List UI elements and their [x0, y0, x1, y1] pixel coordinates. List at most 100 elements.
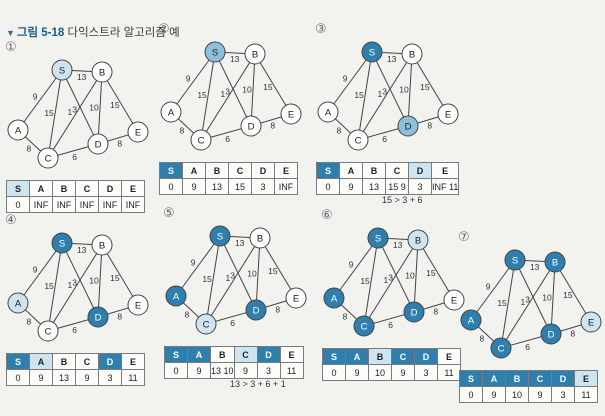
distance-cell-S: 0 [322, 364, 346, 381]
update-note: 15 > 3 + 6 [382, 195, 423, 205]
header-cell-S: S [459, 370, 483, 387]
edge-S-A [175, 235, 221, 297]
edge-weight-label: 15 [497, 298, 507, 308]
distance-cell-E: INF [121, 196, 145, 213]
node-label: C [45, 327, 52, 338]
edge-S-C [500, 259, 516, 349]
distance-cell-S: 0 [164, 362, 188, 379]
node-label: E [293, 294, 299, 305]
node-label: A [15, 299, 22, 310]
distance-cell-C: 15 9 [385, 178, 409, 195]
node-A [7, 119, 29, 141]
node-label: S [512, 256, 518, 267]
edge-weight-label: 1 [68, 280, 73, 290]
step-marker: ③ [315, 22, 327, 37]
edge-B-D [250, 53, 256, 127]
distance-cell-A: 9 [187, 362, 211, 379]
distance-cell-A: INF [29, 196, 53, 213]
node-label: B [252, 50, 258, 61]
edge-weight-label: 8 [27, 316, 32, 326]
header-cell-B: B [52, 353, 76, 370]
header-cell-C: C [391, 348, 415, 365]
header-cell-S: S [159, 162, 183, 179]
node-D [540, 323, 562, 345]
edge-weight-label: 3 [72, 105, 77, 115]
distance-cell-D: INF [98, 196, 122, 213]
node-label: E [135, 128, 141, 139]
node-label: A [15, 126, 22, 137]
edge-B-E [554, 261, 592, 323]
node-E [127, 294, 149, 316]
distance-cell-D: 3 [251, 178, 275, 195]
distance-cell-C: 9 [233, 362, 258, 379]
node-B [249, 227, 271, 249]
edge-weight-label: 15 [110, 100, 120, 110]
node-E [285, 287, 307, 309]
edge-weight-label: 3 [382, 87, 387, 97]
header-cell-B: B [368, 348, 392, 365]
header-cell-A: A [345, 348, 369, 365]
edge-S-C [47, 69, 63, 159]
header-cell-E: E [274, 162, 298, 179]
edge-weight-label: 15 [563, 290, 573, 300]
edge-B-D [550, 261, 556, 335]
header-cell-A: A [182, 162, 206, 179]
distance-cell-D: 3 [408, 178, 432, 195]
distance-cell-E: INF 11 [430, 178, 460, 195]
edge-weight-label: 6 [72, 325, 77, 335]
edge-S-A [333, 237, 379, 299]
update-note: 13 > 3 + 6 + 1 [230, 379, 286, 389]
edge-weight-label: 9 [186, 73, 191, 83]
edge-weight-label: 1 [226, 273, 231, 283]
edge-B-C [47, 71, 103, 159]
edge-weight-label: 6 [72, 152, 77, 162]
edge-weight-label: 6 [230, 318, 235, 328]
step-marker: ② [158, 22, 170, 37]
edge-B-E [254, 53, 292, 115]
header-cell-D: D [256, 346, 281, 363]
node-label: A [468, 316, 475, 327]
distance-cell-A: 9 [345, 364, 369, 381]
distance-cell-A: 9 [182, 178, 206, 195]
edge-weight-label: 3 [525, 295, 530, 305]
step-marker: ④ [5, 213, 17, 228]
edge-weight-label: 3 [72, 278, 77, 288]
node-D [397, 115, 419, 137]
node-label: E [588, 318, 594, 329]
distance-cell-B: 10 [368, 364, 392, 381]
distance-cell-E: 11 [574, 386, 598, 403]
node-label: S [369, 48, 375, 59]
edge-weight-label: 3 [388, 273, 393, 283]
edge-weight-label: 15 [197, 90, 207, 100]
edge-weight-label: 1 [221, 89, 226, 99]
edge-weight-label: 10 [242, 85, 252, 95]
node-label: E [288, 110, 294, 121]
edge-B-E [259, 237, 297, 299]
edge-weight-label: 15 [354, 90, 364, 100]
distance-cell-E: 11 [279, 362, 304, 379]
edge-B-C [200, 53, 256, 141]
node-D [87, 133, 109, 155]
distance-cell-C: 15 [228, 178, 252, 195]
node-label: C [355, 136, 362, 147]
node-label: D [95, 313, 102, 324]
edge-weight-label: 8 [337, 125, 342, 135]
header-cell-C: C [528, 370, 552, 387]
edge-weight-label: 10 [247, 269, 257, 279]
distance-cell-D: 3 [256, 362, 281, 379]
